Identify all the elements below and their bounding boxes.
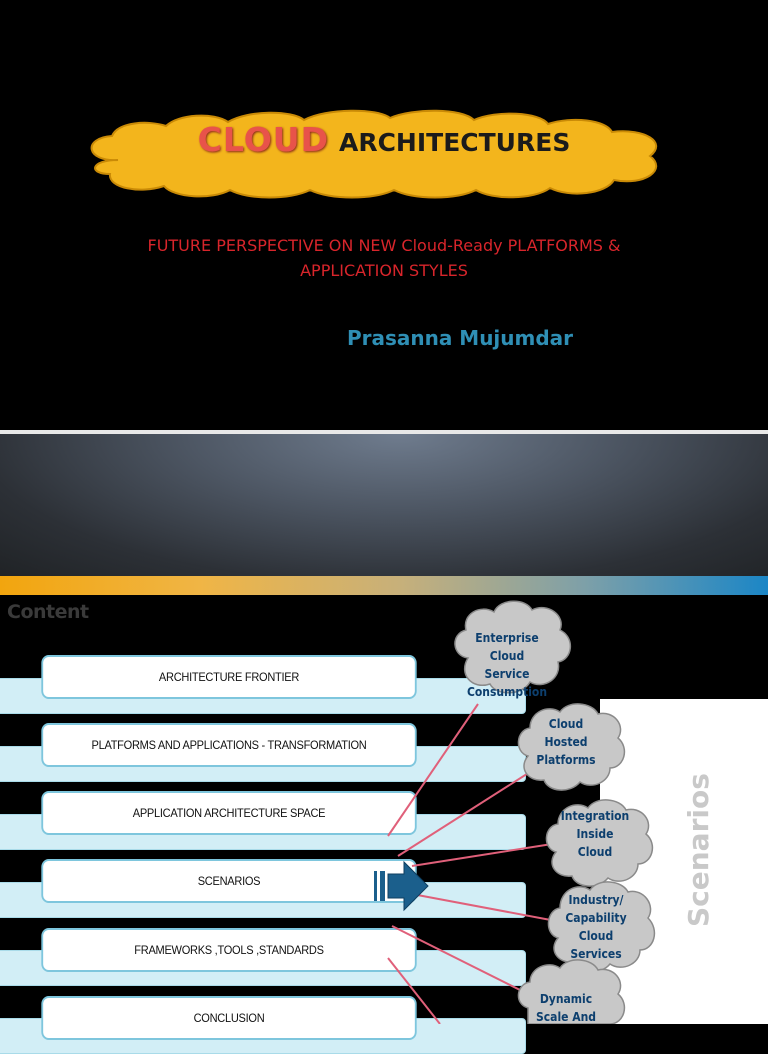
cloud-label-line: Enterprise: [475, 631, 539, 645]
connector-lines: [387, 703, 557, 1024]
menu-item-architecture-frontier[interactable]: ARCHITECTURE FRONTIER: [41, 655, 417, 699]
menu-item-platforms-transformation[interactable]: PLATFORMS AND APPLICATIONS - TRANSFORMAT…: [41, 723, 417, 767]
slide-divider: [0, 430, 768, 434]
cloud-label-line: Platforms: [536, 753, 596, 767]
menu-item-frameworks-tools-standards[interactable]: FRAMEWORKS ,TOOLS ,STANDARDS: [41, 928, 417, 972]
scenario-cloud-dynamic-scale: Dynamic Scale And: [530, 990, 602, 1026]
cloud-shape-icon: [454, 600, 571, 694]
scenario-diagram: [374, 600, 656, 1024]
arrow-icon: [374, 860, 429, 912]
cloud-label-line: Cloud: [577, 845, 613, 859]
scenario-cloud-industry-capability: Industry/ Capability Cloud Services: [558, 891, 634, 963]
cloud-shape-icon: [517, 959, 626, 1024]
cloud-label-line: Dynamic: [539, 992, 593, 1006]
author-name: Prasanna Mujumdar: [346, 326, 574, 350]
scenario-cloud-integration: Integration Inside Cloud: [558, 807, 632, 861]
connector-line: [387, 703, 479, 837]
scenario-cloud-hosted-platforms: Cloud Hosted Platforms: [530, 715, 602, 769]
cloud-label-line: Integration: [560, 809, 630, 823]
cloud-label-line: Cloud: [489, 649, 525, 663]
cloud-label-line: Cloud: [548, 717, 584, 731]
cloud-banner-shape: [90, 109, 658, 199]
connector-line: [411, 893, 557, 922]
accent-color-strip: [0, 576, 768, 595]
menu-item-scenarios[interactable]: SCENARIOS: [41, 859, 417, 903]
content-slide: Content ARCHITECTURE FRONTIER PLATFORMS …: [0, 434, 768, 1054]
title-highlight-word: CLOUD: [197, 120, 329, 159]
cloud-label-line: Consumption: [466, 685, 548, 699]
cloud-shape-icon: [517, 703, 626, 791]
cloud-label-line: Inside: [576, 827, 614, 841]
scenario-cloud-enterprise: Enterprise Cloud Service Consumption: [466, 629, 548, 701]
menu-item-application-architecture-space[interactable]: APPLICATION ARCHITECTURE SPACE: [41, 791, 417, 835]
connector-line: [411, 843, 553, 867]
title-rest: ARCHITECTURES: [338, 128, 571, 157]
cloud-label-line: Capability: [565, 911, 627, 925]
presentation-title: CLOUD ARCHITECTURES: [0, 120, 768, 159]
content-heading: Content: [7, 601, 89, 623]
cloud-label-line: Cloud: [578, 929, 614, 943]
cloud-label-line: Industry/: [568, 893, 624, 907]
slide-header-band: [0, 434, 768, 576]
presentation-subtitle: FUTURE PERSPECTIVE ON NEW Cloud-Ready PL…: [60, 233, 708, 283]
connector-line: [397, 771, 531, 857]
cloud-label-line: Services: [570, 947, 622, 961]
connector-line: [391, 925, 529, 995]
cloud-label-line: Service: [484, 667, 530, 681]
cloud-shape-icon: [545, 799, 654, 887]
cloud-label-line: Hosted: [544, 735, 588, 749]
title-slide: CLOUD ARCHITECTURES FUTURE PERSPECTIVE ON…: [0, 0, 768, 430]
subtitle-line-1: FUTURE PERSPECTIVE ON NEW Cloud-Ready PL…: [147, 236, 621, 255]
connector-line: [387, 957, 441, 1024]
subtitle-line-2: APPLICATION STYLES: [300, 261, 468, 280]
cloud-label-line: Scale And: [535, 1010, 596, 1024]
